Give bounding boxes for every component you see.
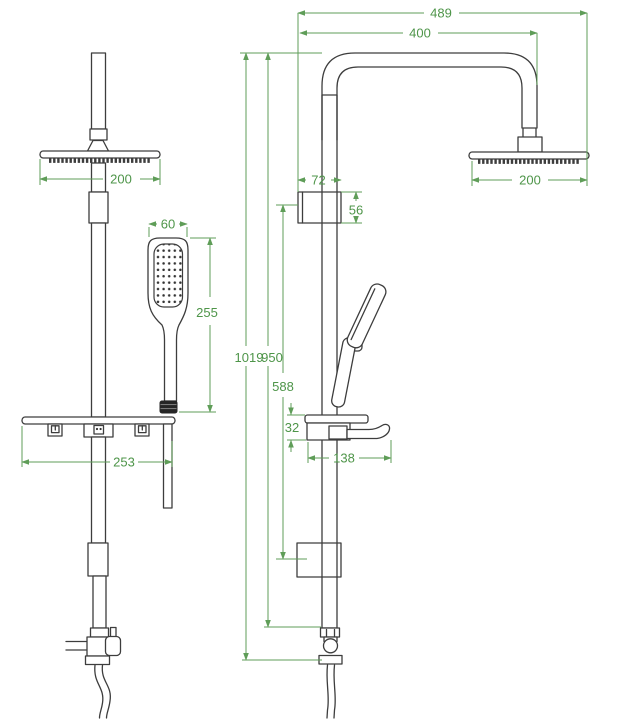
gooseneck-arm xyxy=(321,52,538,141)
front-view-dimensions: 489 400 200 72 56 1019 950 xyxy=(235,6,588,661)
towel-hook xyxy=(346,423,391,440)
slider-shelf xyxy=(304,414,391,441)
side-rail-lower xyxy=(88,162,109,418)
dim-side-head-width: 200 xyxy=(110,172,132,187)
dim-overall-arm-width: 489 xyxy=(430,6,452,21)
dim-slider-height: 32 xyxy=(285,420,299,435)
shower-hose-front xyxy=(326,664,329,719)
spray-face xyxy=(153,243,184,308)
dim-bracket-width: 72 xyxy=(311,173,325,188)
rain-shower-head-front xyxy=(468,127,590,164)
dim-hose-outlet-height: 950 xyxy=(261,350,283,365)
handshower-hose-stub xyxy=(162,423,173,509)
hand-shower-front xyxy=(147,237,189,414)
wall-bracket-lower xyxy=(296,542,342,578)
dim-front-head-width: 200 xyxy=(519,173,541,188)
shower-hose xyxy=(94,664,104,719)
diverter-valve-side xyxy=(65,626,122,719)
dim-shelf-width: 253 xyxy=(113,455,135,470)
wall-bracket-upper xyxy=(297,191,342,224)
valve-handle-knob xyxy=(104,635,122,657)
dim-arm-inner-width: 400 xyxy=(409,26,431,41)
side-view-dimensions: 200 60 255 253 xyxy=(21,159,218,470)
dim-bracket-distance: 588 xyxy=(272,379,294,394)
handshower-head xyxy=(346,283,387,349)
front-view: 489 400 200 72 56 1019 950 xyxy=(235,6,590,719)
hand-shower-in-holder xyxy=(331,283,387,408)
rain-shower-head-side xyxy=(39,150,161,163)
hose-outlet-front xyxy=(318,627,343,719)
shelf-with-hooks xyxy=(21,416,176,438)
side-riser-pipe xyxy=(86,52,110,152)
side-rail-bottom xyxy=(87,436,109,629)
dim-slider-depth: 138 xyxy=(333,451,355,466)
handshower-connector xyxy=(159,400,178,414)
dim-bracket-height: 56 xyxy=(349,203,363,218)
dim-handshower-length: 255 xyxy=(196,305,218,320)
side-view: 200 60 255 253 xyxy=(21,52,218,719)
dim-handshower-width: 60 xyxy=(161,217,175,232)
dim-overall-height: 1019 xyxy=(235,350,264,365)
